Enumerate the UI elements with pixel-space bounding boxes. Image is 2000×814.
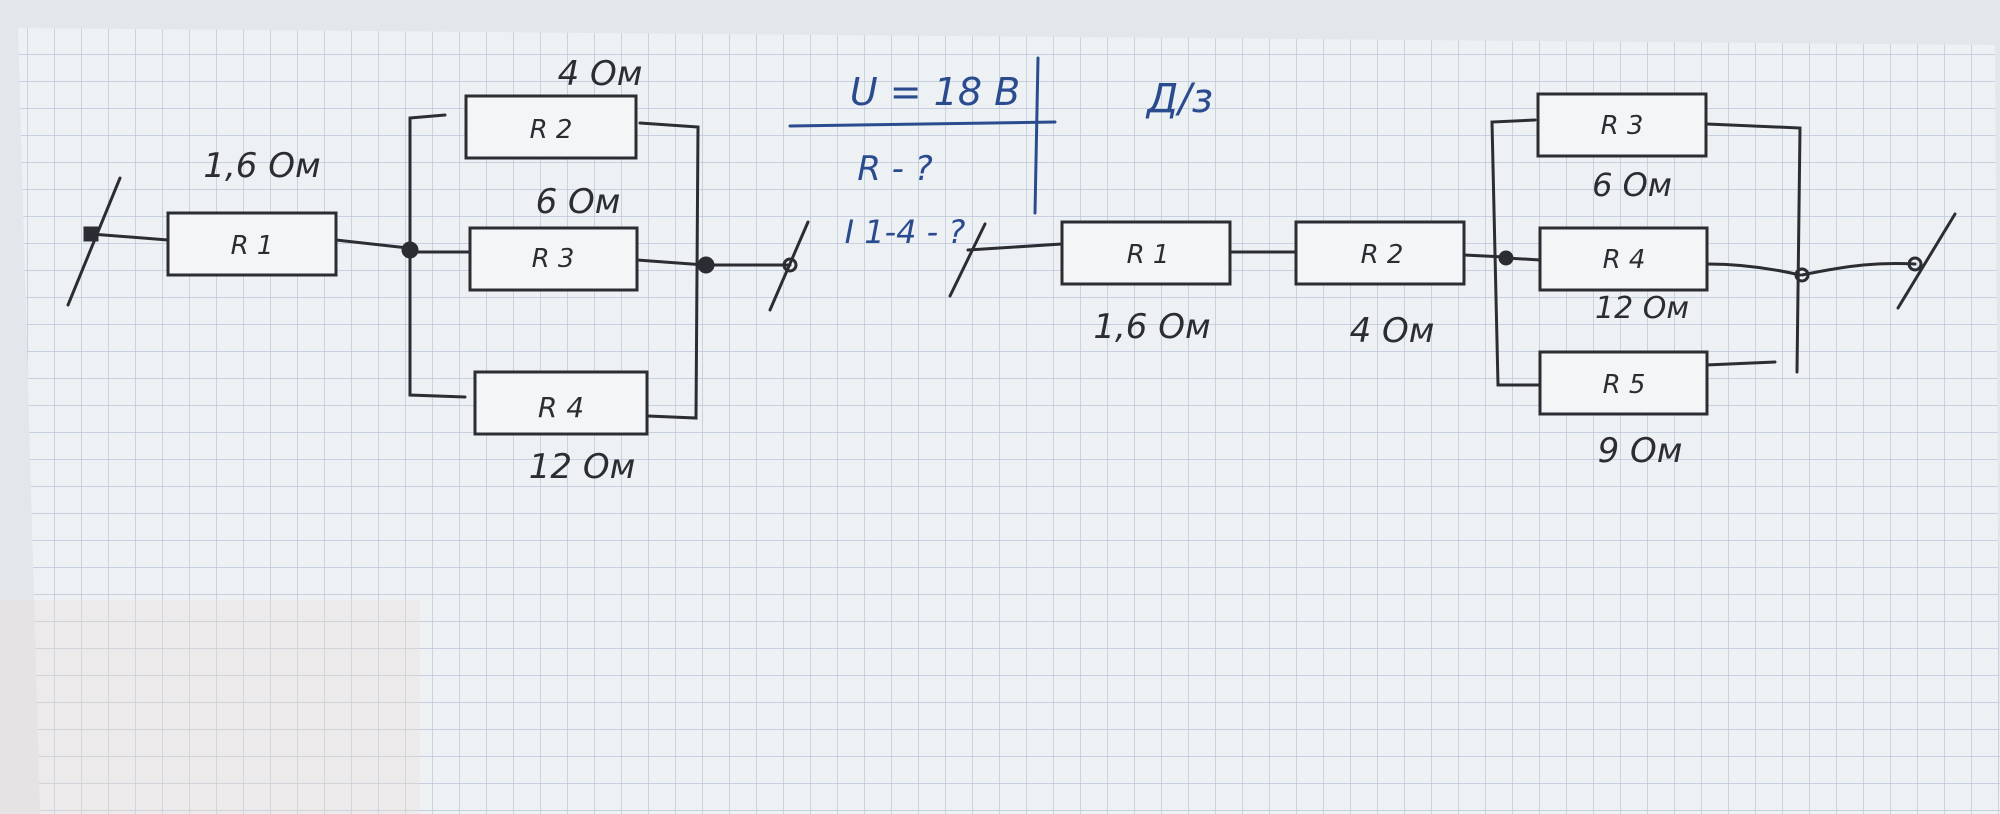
wire bbox=[334, 238, 410, 250]
r4-right-label: R 4 bbox=[1603, 245, 1646, 275]
right-left-rail bbox=[1490, 118, 1542, 387]
homework-tag: Д/з bbox=[1145, 76, 1213, 122]
r3-right-value: 6 Ом bbox=[1592, 166, 1672, 204]
right-parallel-rail bbox=[638, 121, 700, 420]
r1-right-label: R 1 bbox=[1127, 240, 1170, 270]
given-voltage: U = 18 В bbox=[850, 70, 1020, 114]
wire bbox=[1800, 261, 1917, 277]
r4-left-value: 12 Ом bbox=[529, 447, 635, 487]
given-find-current: I 1-4 - ? bbox=[845, 213, 966, 251]
resistor-r1-right bbox=[1060, 220, 1232, 286]
resistor-r3-right bbox=[1536, 92, 1708, 158]
left-output-node bbox=[782, 257, 798, 273]
given-block: U = 18 В R - ? I 1-4 - ? Д/з bbox=[845, 70, 1213, 251]
resistor-r2-right bbox=[1294, 220, 1466, 286]
right-right-rail bbox=[1705, 122, 1802, 374]
r1-right-value: 1,6 Ом bbox=[1093, 307, 1210, 347]
resistor-r5-right bbox=[1538, 350, 1709, 416]
r5-right-label: R 5 bbox=[1603, 370, 1646, 400]
wire bbox=[635, 258, 707, 267]
grid-lines bbox=[18, 28, 2000, 814]
given-lines bbox=[788, 56, 1057, 215]
r1-left-value: 1,6 Ом bbox=[203, 146, 320, 186]
right-circuit-labels: R 1 1,6 Ом R 2 4 Ом R 3 6 Ом R 4 12 Ом R… bbox=[1093, 111, 1689, 471]
wire bbox=[966, 242, 1064, 252]
r3-right-label: R 3 bbox=[1601, 111, 1644, 141]
r5-right-value: 9 Ом bbox=[1598, 431, 1683, 471]
r4-left-label: R 4 bbox=[538, 391, 584, 424]
resistor-r4-left bbox=[473, 370, 649, 436]
left-output-terminal-mark bbox=[768, 220, 810, 312]
r1-left-label: R 1 bbox=[231, 231, 274, 261]
given-vertical-divider bbox=[1033, 56, 1040, 215]
left-circuit bbox=[66, 94, 810, 436]
r4-right-value: 12 Ом bbox=[1595, 291, 1689, 326]
given-underline bbox=[788, 120, 1057, 128]
resistor-r3-left bbox=[468, 226, 639, 292]
wire bbox=[1462, 253, 1507, 259]
right-circuit bbox=[948, 92, 1957, 416]
resistor-r1-left bbox=[166, 211, 338, 277]
right-output-terminal-mark bbox=[1896, 212, 1957, 310]
r2-right-value: 4 Ом bbox=[1350, 311, 1435, 351]
wire bbox=[1705, 262, 1802, 277]
paper-shadow bbox=[0, 600, 420, 814]
wire bbox=[1504, 256, 1542, 262]
left-circuit-labels: R 1 1,6 Ом R 2 4 Ом R 3 6 Ом R 4 12 Ом bbox=[203, 54, 642, 487]
given-find-resistance: R - ? bbox=[857, 149, 933, 189]
wire bbox=[89, 232, 170, 242]
r2-left-label: R 2 bbox=[530, 115, 573, 145]
r3-left-value: 6 Ом bbox=[536, 182, 621, 222]
right-output-node bbox=[1907, 256, 1923, 272]
r2-left-value: 4 Ом bbox=[558, 54, 643, 94]
resistor-r2-left bbox=[464, 94, 638, 160]
left-parallel-rail bbox=[408, 113, 467, 399]
wire bbox=[1704, 360, 1777, 367]
right-input-terminal-mark bbox=[948, 222, 987, 298]
resistor-r4-right bbox=[1538, 226, 1709, 292]
r2-right-label: R 2 bbox=[1361, 240, 1404, 270]
r3-left-label: R 3 bbox=[532, 244, 575, 274]
